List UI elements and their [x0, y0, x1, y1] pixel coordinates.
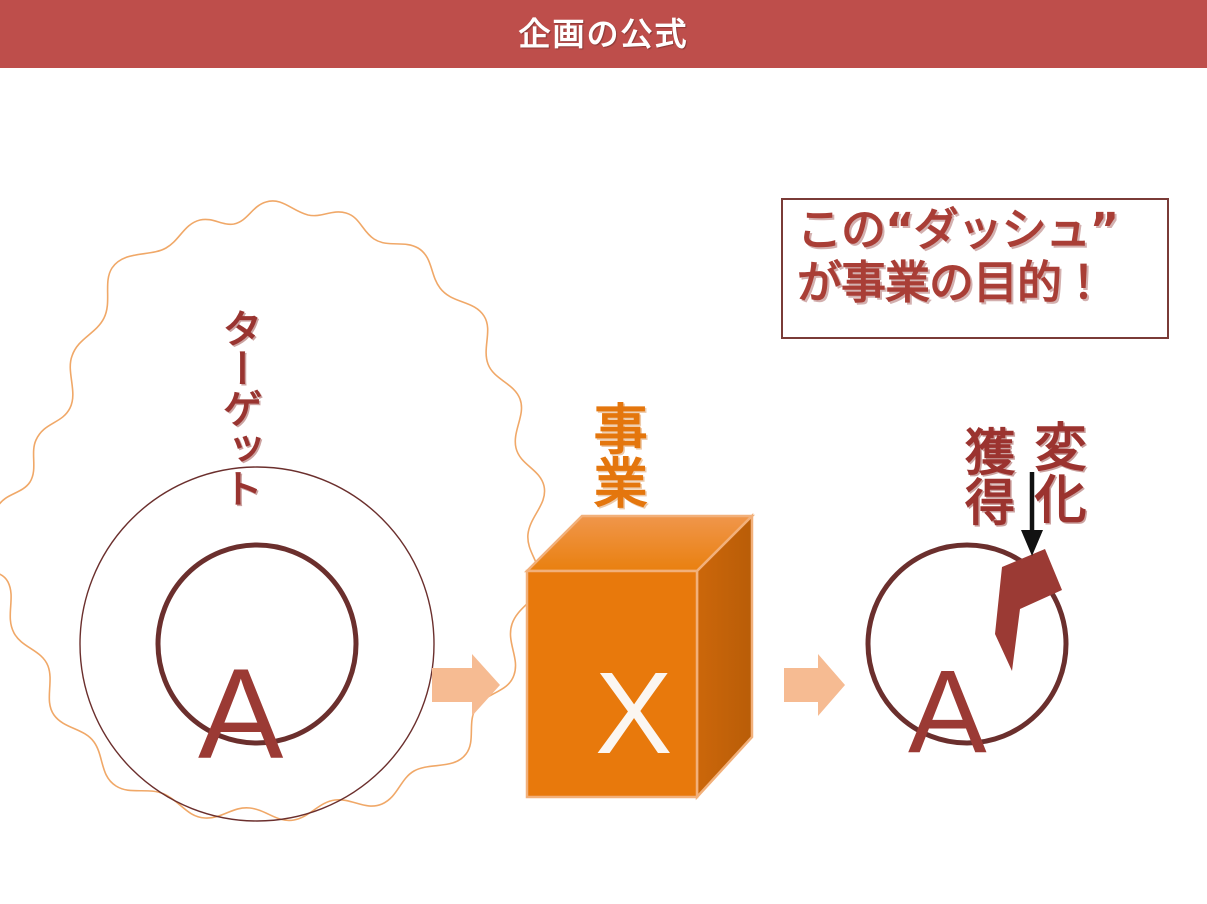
- cube-icon: [523, 512, 756, 801]
- letter-a-target: A: [198, 643, 284, 786]
- diagram-canvas: A X A ターゲット 事業 獲得 変化 この“ダッシュ” が事業の目的！: [0, 68, 1207, 904]
- prime-stroke: [995, 549, 1062, 671]
- inner-circle: [155, 542, 359, 746]
- page-title: 企画の公式: [518, 15, 689, 53]
- callout-line-2: が事業の目的！: [797, 256, 1106, 310]
- label-business: 事業: [584, 401, 648, 509]
- letter-a-result: A: [908, 646, 987, 778]
- right-arrow-icon: [432, 654, 500, 716]
- outer-circle: [79, 466, 435, 822]
- target-circles: [79, 466, 1069, 822]
- callout-line-1: この“ダッシュ”: [797, 203, 1119, 256]
- label-acquire: 獲得: [957, 426, 1015, 526]
- cube-front-face: [525, 569, 699, 799]
- down-arrow-icon: [1021, 472, 1043, 556]
- label-target: ターゲット: [215, 308, 262, 508]
- right-arrow-icon: [784, 654, 845, 716]
- header-band: 企画の公式: [0, 0, 1207, 68]
- callout-box: この“ダッシュ” が事業の目的！: [781, 198, 1169, 339]
- letter-x-business: X: [595, 648, 673, 778]
- flow-arrows: [432, 654, 845, 716]
- label-change: 変化: [1025, 420, 1086, 524]
- result-circle: [865, 542, 1069, 746]
- prime-mark-icon: [995, 549, 1062, 671]
